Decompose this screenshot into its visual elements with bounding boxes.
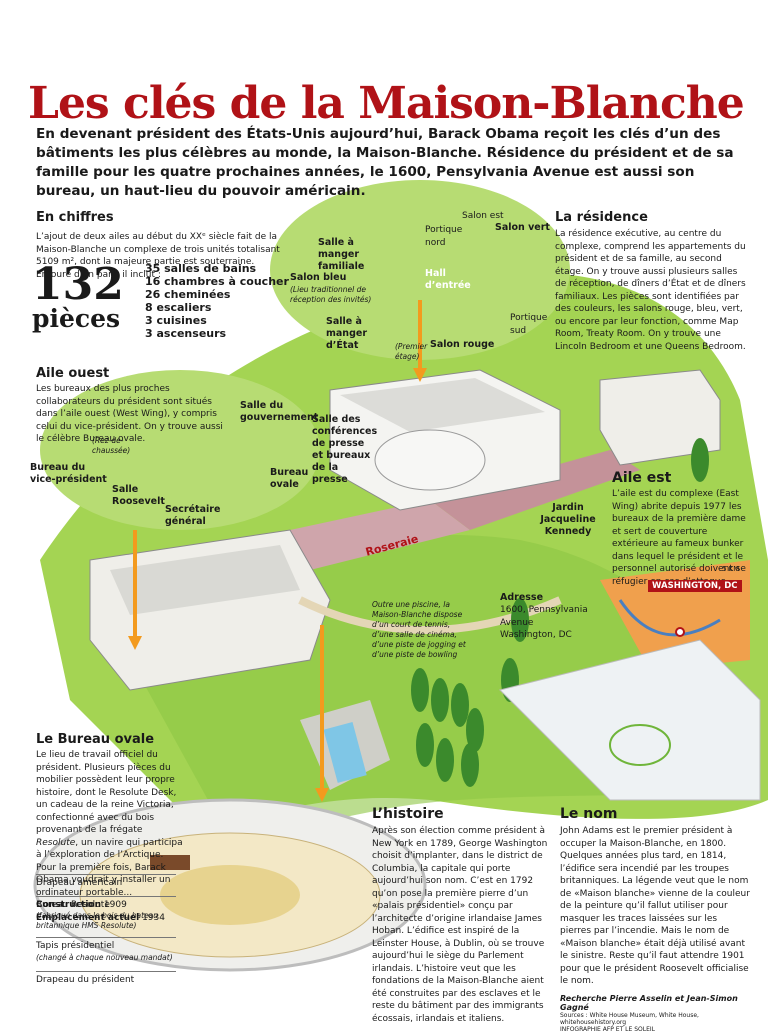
label-salon-bleu: Salon bleu — [290, 272, 347, 283]
piscine-note: Outre une piscine, la Maison-Blanche dis… — [372, 600, 466, 659]
label-salon-rouge: Salon rouge — [430, 339, 495, 350]
pool — [323, 722, 367, 783]
bureau-ovale-section: Le Bureau ovale Le lieu de travail offic… — [36, 732, 186, 924]
label-jardin-kennedy: Jardin Jacqueline Kennedy — [540, 502, 596, 537]
map-scale: 5 KM — [722, 565, 740, 573]
chiffres-section: En chiffres L’ajout de deux ailes au déb… — [36, 210, 286, 281]
list-item: 16 chambres à coucher — [145, 275, 289, 288]
emplacement-label: Emplacement actuel — [36, 912, 140, 923]
intro-text: En devenant président des États-Unis auj… — [36, 126, 734, 199]
credits-infographie: INFOGRAPHIE AFP ET LE SOLEIL — [560, 1025, 655, 1033]
ground-plan — [499, 639, 761, 801]
east-wing-building — [599, 369, 721, 466]
label-salon-bleu-note: (Lieu traditionnel de réception des invi… — [290, 285, 372, 304]
adresse-section: Adresse 1600, Pennsylvania Avenue Washin… — [500, 592, 610, 642]
adresse-line2: Washington, DC — [500, 630, 572, 640]
chiffres-heading: En chiffres — [36, 210, 114, 225]
map-city-label: WASHINGTON, DC — [648, 580, 742, 592]
construction-label: Construction — [36, 900, 102, 910]
label-salon-est: Salon est — [462, 211, 504, 221]
list-item: 35 salles de bains — [145, 262, 257, 275]
list-item: 3 cuisines — [145, 314, 207, 327]
label-salon-vert: Salon vert — [495, 222, 550, 233]
bureau-ovale-text: Le lieu de travail officiel du président… — [36, 750, 177, 835]
label-secretaire-general: Secrétaire général — [165, 504, 221, 527]
nom-section: Le nom John Adams est le premier préside… — [560, 806, 750, 1033]
label-salle-conferences: Salle des conférences de presse et burea… — [312, 414, 378, 485]
label-bureau-ovale: Bureau ovale — [270, 467, 309, 490]
bureau-ovale-text-italic: Resolute — [36, 837, 76, 848]
label-salle-manger-familiale: Salle à manger familiale — [318, 237, 365, 272]
aile-est-heading: Aile est — [612, 470, 672, 486]
legend-bureau-resolute: Bureau Resolute — [36, 895, 176, 912]
aile-ouest-heading: Aile ouest — [36, 366, 110, 381]
list-item: 26 cheminées — [145, 288, 231, 301]
emplacement-year: 1934 — [142, 912, 165, 923]
adresse-line1: 1600, Pennsylvania Avenue — [500, 605, 588, 628]
construction-year: 1909 — [103, 900, 127, 910]
residence-heading: La résidence — [555, 210, 648, 225]
label-salle-roosevelt: Salle Roosevelt — [112, 484, 165, 507]
adresse-heading: Adresse — [500, 592, 544, 603]
legend-drapeau-americain: Drapeau américain — [36, 874, 176, 890]
aile-ouest-text: Les bureaux des plus proches collaborate… — [36, 384, 223, 444]
label-rez-de-chaussee: (Rez-de-chaussée) — [92, 436, 131, 455]
bureau-ovale-heading: Le Bureau ovale — [36, 732, 155, 747]
big-number: 132 — [32, 259, 124, 310]
label-portique-sud: Portique sud — [510, 313, 548, 336]
histoire-heading: L’histoire — [372, 806, 444, 822]
label-salle-gouvernement: Salle du gouvernement — [240, 400, 319, 423]
page-title: Les clés de la Maison-Blanche — [28, 78, 745, 129]
aile-ouest-section: Aile ouest Les bureaux des plus proches … — [36, 366, 231, 446]
nom-heading: Le nom — [560, 806, 618, 822]
nom-text: John Adams est le premier président à oc… — [560, 826, 750, 986]
west-wing-callout-bg — [40, 370, 320, 530]
big-unit: pièces — [32, 304, 121, 333]
legend-drapeau-president: Drapeau du président — [36, 970, 176, 987]
residence-section: La résidence La résidence exécutive, au … — [555, 210, 751, 353]
legend-bureau-resolute-note: (fabriqué dans le bois du bateau britann… — [36, 911, 158, 930]
label-bureau-vp: Bureau du vice-président — [30, 462, 107, 485]
list-item: 3 ascenseurs — [145, 327, 227, 340]
chiffres-list: 35 salles de bains 16 chambres à coucher… — [145, 262, 289, 340]
credits-sources: Sources : White House Museum, White Hous… — [560, 1011, 699, 1026]
credits-authors: Recherche Pierre Asselin et Jean-Simon G… — [560, 993, 738, 1012]
legend-tapis: Tapis présidentiel — [36, 937, 176, 953]
bureau-ovale-text-after: , un navire qui participa à l’exploratio… — [36, 837, 183, 898]
legend-tapis-note: (changé à chaque nouveau mandat) — [36, 952, 173, 962]
histoire-text: Après son élection comme président à New… — [372, 826, 548, 1024]
label-hall: Hall d’entrée — [425, 268, 471, 291]
label-portique-nord: Portique nord — [425, 225, 463, 248]
chiffres-text: L’ajout de deux ailes au début du XXᵉ si… — [36, 232, 280, 280]
label-premier-etage: (Premier étage) — [395, 342, 428, 361]
label-salle-manger-etat: Salle à manger d’État — [326, 316, 368, 351]
residence-callout-bg — [270, 180, 570, 360]
histoire-section: L’histoire Après son élection comme prés… — [372, 806, 550, 1025]
oval-office-legend: Drapeau américain Bureau Resolute (fabri… — [36, 874, 176, 986]
list-item: 8 escaliers — [145, 301, 212, 314]
residence-text: La résidence exécutive, au centre du com… — [555, 229, 746, 352]
aile-est-text: L’aile est du complexe (East Wing) abrit… — [612, 489, 746, 587]
white-house-illustration — [33, 180, 768, 972]
